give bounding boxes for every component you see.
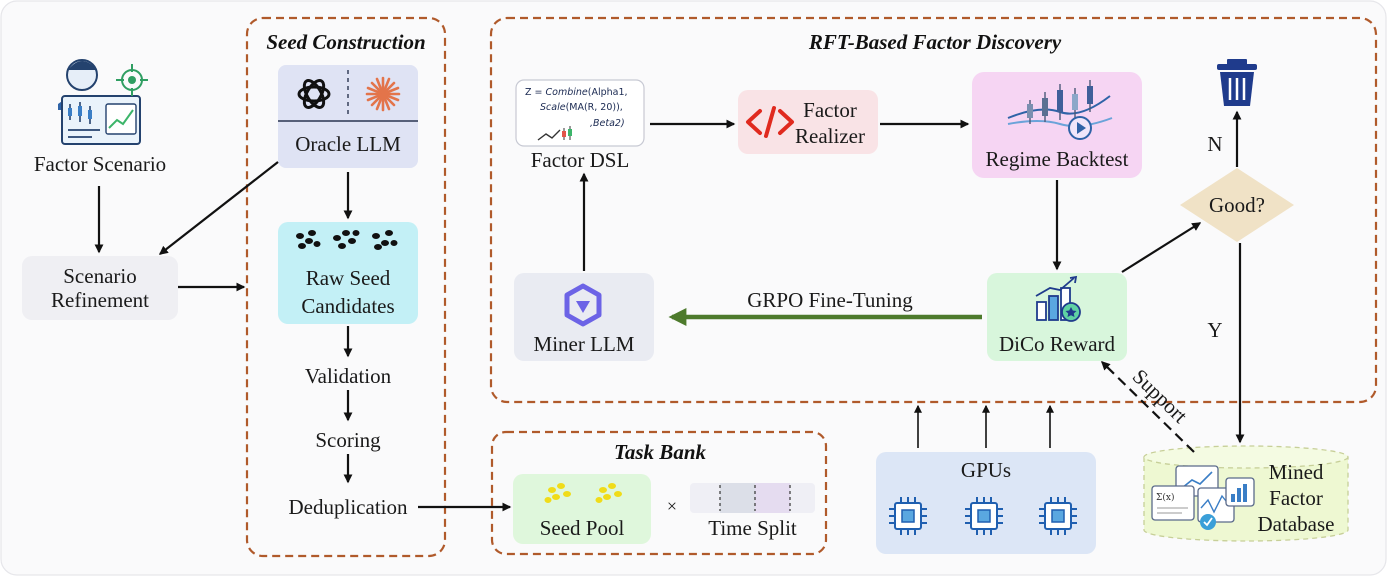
regime-backtest-label: Regime Backtest xyxy=(985,147,1129,171)
regime-backtest-box xyxy=(972,72,1142,178)
svg-text:Σ(x): Σ(x) xyxy=(1156,492,1174,503)
code-brackets-icon xyxy=(746,106,794,138)
edge-reward-to-good xyxy=(1121,222,1202,273)
scenario-refinement-label-line2: Refinement xyxy=(51,288,149,312)
scoring-label: Scoring xyxy=(315,428,381,452)
deduplication-label: Deduplication xyxy=(288,495,408,519)
raw-seed-label-line1: Raw Seed xyxy=(305,266,391,290)
bar-chart-medal-icon xyxy=(1035,275,1081,322)
factor-realizer-label-line1: Factor xyxy=(803,98,857,122)
qwen-logo-icon xyxy=(564,283,602,327)
gpus-label: GPUs xyxy=(960,458,1012,482)
dico-reward-label: DiCo Reward xyxy=(998,332,1116,356)
factor-realizer-box xyxy=(738,90,878,154)
claude-logo-icon xyxy=(365,76,401,112)
gpu-edges xyxy=(914,404,1054,448)
times-symbol: × xyxy=(666,496,678,516)
miner-llm-box xyxy=(514,273,654,361)
no-label: N xyxy=(1207,132,1223,156)
rft-discovery-title: RFT-Based Factor Discovery xyxy=(808,30,1062,54)
target-icon xyxy=(116,64,148,96)
edges xyxy=(94,110,1245,512)
oracle-llm-label: Oracle LLM xyxy=(295,132,401,156)
factor-realizer-label-line2: Realizer xyxy=(795,124,865,148)
task-bank-title: Task Bank xyxy=(613,440,706,464)
time-split-segment-1 xyxy=(720,483,755,513)
factor-dsl-label: Factor DSL xyxy=(530,148,630,172)
yes-label: Y xyxy=(1207,318,1223,342)
seed-construction-frame xyxy=(245,16,447,558)
database-label-line3: Database xyxy=(1257,512,1335,536)
good-diamond xyxy=(1180,168,1294,242)
seed-construction-title: Seed Construction xyxy=(266,30,426,54)
openai-logo-icon xyxy=(297,79,331,109)
seed-pool-label: Seed Pool xyxy=(539,516,625,540)
edge-oracle-to-refinement xyxy=(158,161,279,255)
grpo-label: GRPO Fine-Tuning xyxy=(747,288,913,312)
time-split-segment-2 xyxy=(755,483,790,513)
scenario-refinement-box xyxy=(22,256,178,320)
database-label-line1: Mined xyxy=(1268,460,1324,484)
candlestick-play-icon xyxy=(1007,80,1113,140)
database-label-line2: Factor xyxy=(1269,486,1323,510)
analyst-dashboard-icon xyxy=(58,59,141,145)
scenario-refinement-label-line1: Scenario xyxy=(63,264,137,288)
dsl-mini-chart-icon xyxy=(537,126,572,141)
edge-database-support xyxy=(1101,361,1195,453)
dsl-line-1: Z = Combine(Alpha1, xyxy=(525,87,628,98)
trash-can-icon xyxy=(1217,59,1257,106)
good-label: Good? xyxy=(1209,193,1265,217)
raw-seed-label-line2: Candidates xyxy=(301,294,395,318)
factor-dsl-card xyxy=(515,79,645,147)
formula-cards-icon: Σ(x) xyxy=(1151,465,1255,530)
miner-llm-label: Miner LLM xyxy=(533,332,635,356)
cpu-chip-icon xyxy=(889,497,1077,535)
seed-clusters-icon xyxy=(296,230,398,250)
time-split-label: Time Split xyxy=(708,516,797,540)
seed-pool-icon xyxy=(544,483,622,503)
factor-scenario-label: Factor Scenario xyxy=(33,152,167,176)
raw-seed-box xyxy=(278,222,418,324)
validation-label: Validation xyxy=(304,364,392,388)
dsl-line-3: ,Beta2) xyxy=(590,118,625,129)
rft-discovery-frame xyxy=(489,16,1378,404)
dsl-line-2: Scale(MA(R, 20)), xyxy=(540,102,623,113)
